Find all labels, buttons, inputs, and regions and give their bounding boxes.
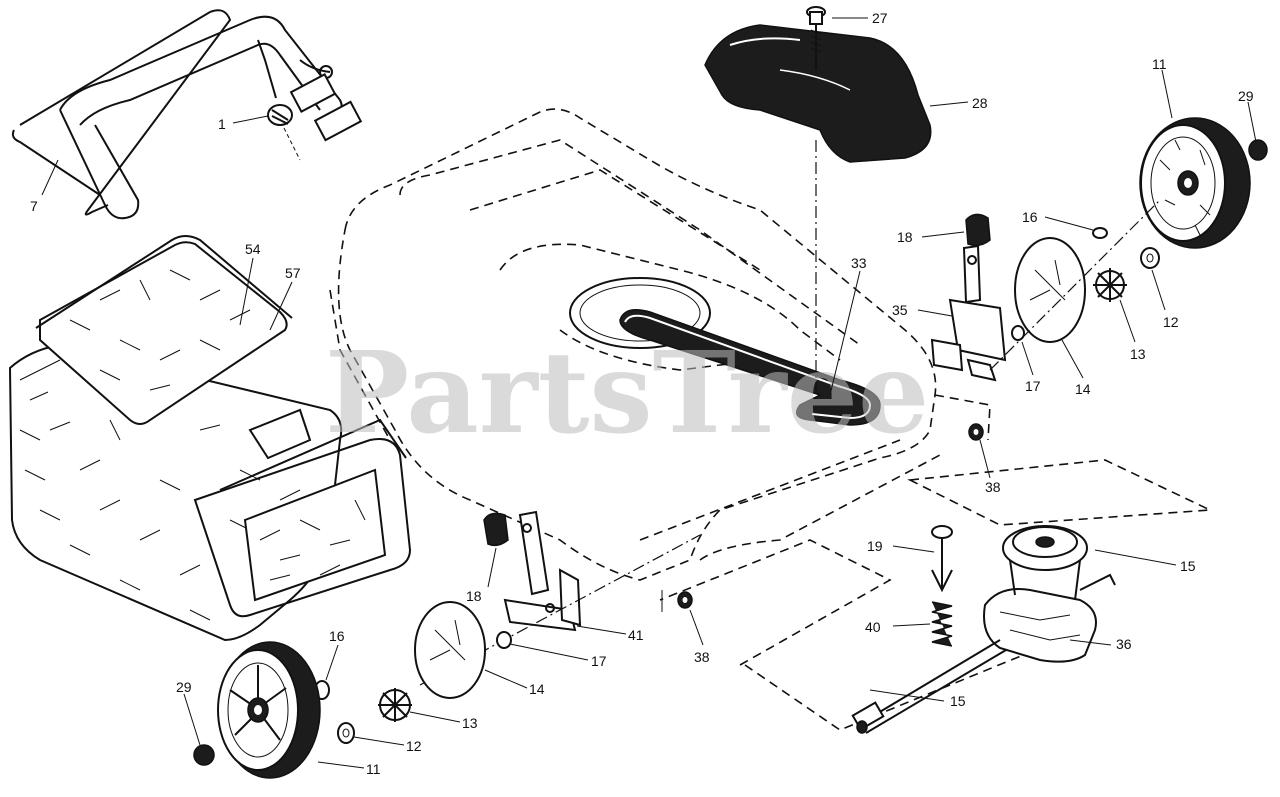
callout-29-top: 29 — [1238, 88, 1254, 104]
callout-18-top: 18 — [897, 229, 913, 245]
front-axle-box — [659, 539, 892, 666]
upper-handle — [11, 9, 363, 220]
bag-leader-57 — [269, 281, 293, 331]
callout-7: 7 — [30, 198, 38, 214]
washer-17-top — [1011, 325, 1025, 341]
callout-1: 1 — [218, 116, 226, 132]
callout-14-bottom: 14 — [529, 681, 545, 697]
callout-11-bottom: 11 — [366, 761, 381, 777]
callout-12-bottom: 12 — [406, 738, 422, 754]
callout-35: 35 — [892, 302, 908, 318]
washer-12-bottom — [337, 722, 355, 744]
gear-drive-box — [907, 459, 1214, 526]
callout-15-bottom: 15 — [950, 693, 966, 709]
callout-28: 28 — [972, 95, 988, 111]
callout-41: 41 — [628, 627, 644, 643]
washer-12-top — [1140, 247, 1160, 269]
bag-leader-54 — [239, 257, 254, 326]
front-wheel-bottom — [217, 641, 321, 779]
callout-54: 54 — [245, 241, 261, 257]
nut-38-top — [968, 423, 984, 441]
callout-labels: 1 7 27 28 11 29 16 18 33 35 12 13 17 14 … — [30, 10, 1254, 777]
leader-lines — [41, 17, 1257, 769]
callout-38-bottom: 38 — [694, 649, 710, 665]
callout-33: 33 — [851, 255, 867, 271]
hub-cap-bottom — [193, 744, 215, 766]
callout-16-top: 16 — [1022, 209, 1038, 225]
washer-17-bottom — [496, 631, 512, 649]
nut-38-bottom — [661, 590, 693, 612]
washer-16-top — [1092, 227, 1108, 239]
lower-drive-box — [744, 639, 1061, 731]
gear-13-bottom — [378, 688, 412, 722]
callout-14-top: 14 — [1075, 381, 1091, 397]
callout-57: 57 — [285, 265, 301, 281]
drive-pin-19 — [931, 525, 953, 593]
shroud-bolt — [806, 6, 826, 70]
engine-shroud — [704, 24, 932, 163]
rear-axle-line — [989, 199, 1161, 371]
callout-17-top: 17 — [1025, 378, 1041, 394]
transmission — [983, 525, 1116, 663]
height-adjuster-front — [483, 510, 582, 632]
callout-17-bottom: 17 — [591, 653, 607, 669]
callout-11-top: 11 — [1152, 56, 1167, 72]
callout-15-top: 15 — [1180, 558, 1196, 574]
spring-40 — [931, 601, 953, 647]
hub-cap-top — [1248, 139, 1268, 161]
height-adjuster-rear — [930, 213, 1007, 382]
callout-27: 27 — [872, 10, 888, 26]
cable-spring — [267, 104, 301, 161]
grass-bag — [8, 235, 412, 642]
drive-belt — [619, 309, 881, 426]
callout-12-top: 12 — [1163, 314, 1179, 330]
hubcap-14-bottom — [414, 601, 486, 699]
gear-13-top — [1093, 268, 1127, 302]
callout-13-top: 13 — [1130, 346, 1146, 362]
hubcap-14-top — [1014, 237, 1086, 343]
callout-38-top: 38 — [985, 479, 1001, 495]
callout-16-bottom: 16 — [329, 628, 345, 644]
callout-18-bottom: 18 — [466, 588, 482, 604]
callout-40: 40 — [865, 619, 881, 635]
callout-29-bottom: 29 — [176, 679, 192, 695]
partstree-watermark: PartsTree — [325, 328, 929, 459]
callout-19: 19 — [867, 538, 883, 554]
rear-wheel-top — [1139, 117, 1251, 249]
callout-13-bottom: 13 — [462, 715, 478, 731]
callout-36: 36 — [1116, 636, 1132, 652]
axle-15 — [851, 639, 1007, 734]
